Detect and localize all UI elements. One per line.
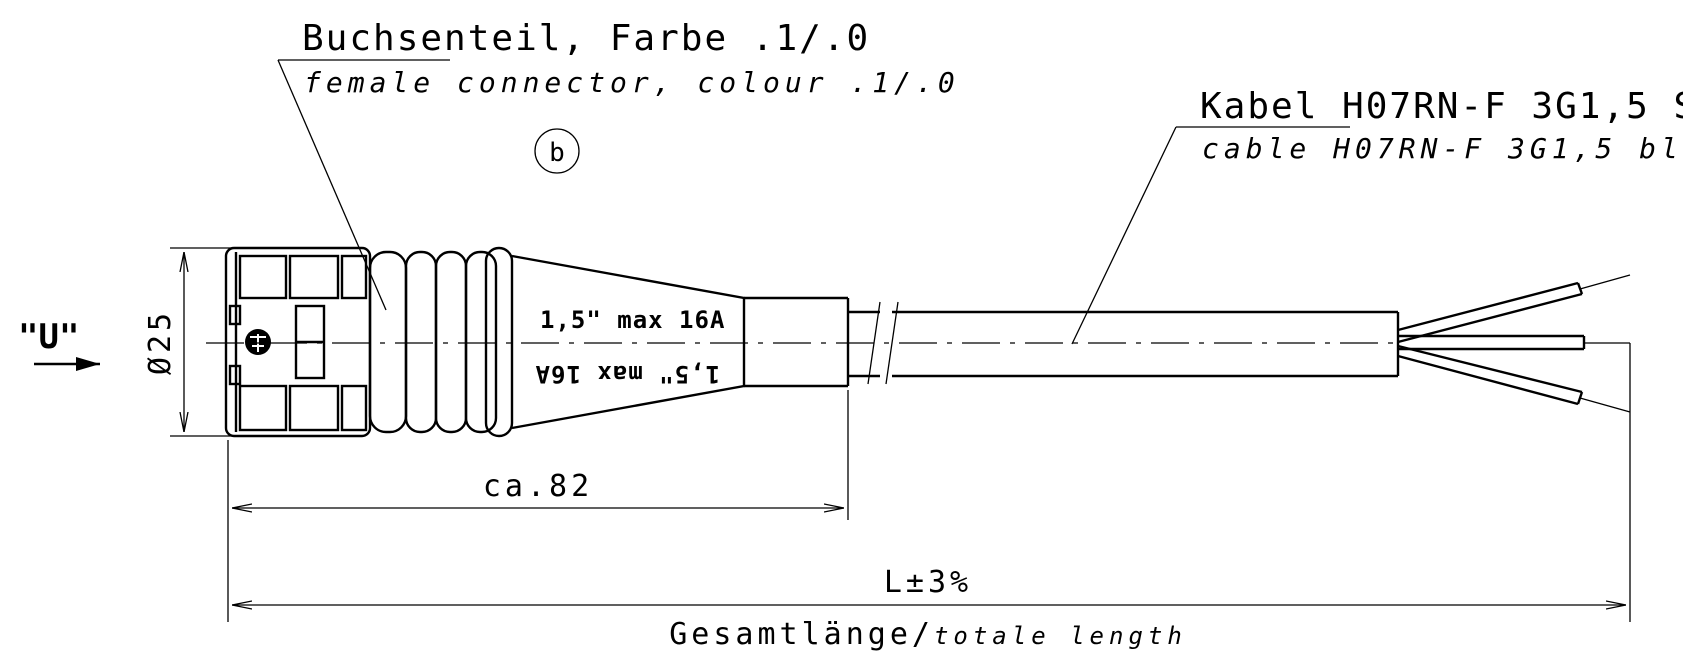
cable-leader-line [1071, 126, 1350, 345]
connector-leader-line [277, 59, 450, 311]
svg-text:ca.82: ca.82 [483, 469, 593, 504]
connector-body [224, 246, 850, 438]
svg-text:b: b [549, 138, 565, 168]
connector-label-en: female connector, colour .1/.0 [304, 66, 960, 99]
cable-label-de: Kabel H07RN-F 3G1,5 SW [1200, 86, 1683, 127]
variant-mark-circle: b [534, 128, 580, 174]
svg-text:Ø25: Ø25 [143, 309, 178, 375]
total-length-label-en: totale length [934, 622, 1187, 650]
total-length-dimension: L±3% Gesamtlänge/totale length [232, 343, 1631, 652]
view-label: "U" [18, 317, 79, 357]
logo-symbol-icon [245, 329, 271, 355]
connector-length-dimension: ca.82 [227, 390, 849, 622]
cable-wires [1397, 274, 1631, 413]
svg-text:Gesamtlänge/totale length: Gesamtlänge/totale length [669, 617, 1187, 652]
cable-jacket [848, 301, 1400, 385]
total-length-label-de: Gesamtlänge/ [669, 617, 934, 652]
diameter-dimension: Ø25 [143, 247, 236, 437]
svg-text:L±3%: L±3% [884, 565, 972, 600]
cable-label-en: cable H07RN-F 3G1,5 black [1202, 132, 1683, 165]
connector-label-de: Buchsenteil, Farbe .1/.0 [302, 18, 870, 59]
rating-marking: 1,5" max 16A [540, 306, 725, 334]
rating-marking-mirrored: 1,5" max 16A [535, 360, 720, 388]
